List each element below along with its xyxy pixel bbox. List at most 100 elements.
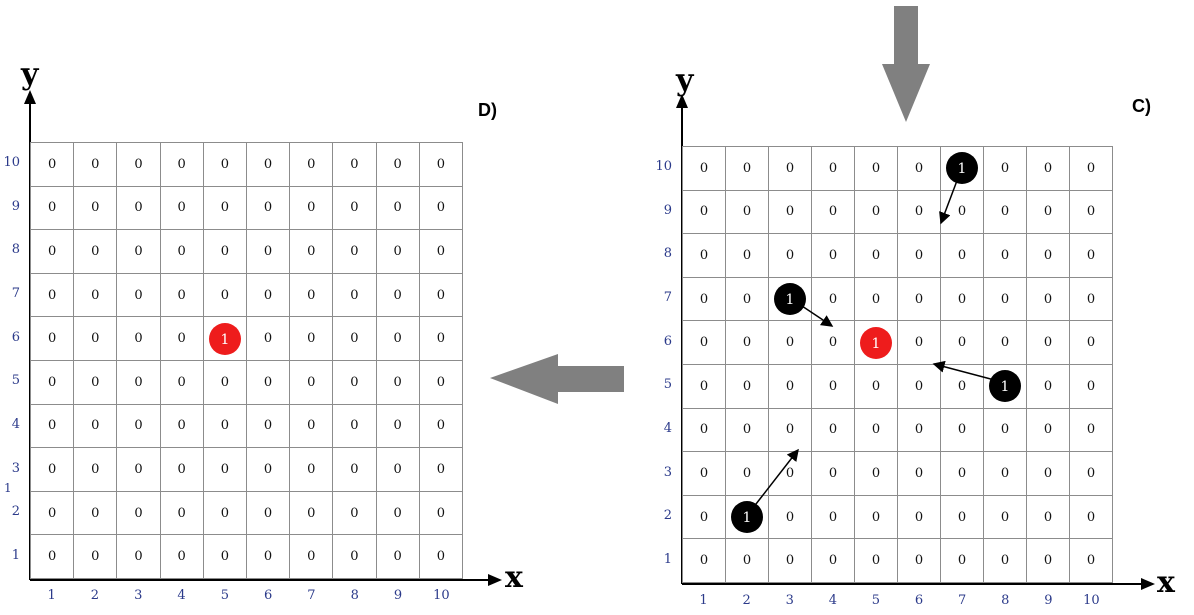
grid-cell: 0 [202, 229, 247, 274]
grid-cell: 0 [289, 490, 334, 536]
grid-cell: 0 [725, 538, 769, 583]
grid-cell: 0 [289, 316, 334, 361]
grid-cell: 0 [159, 490, 204, 536]
y-tick-label: 4 [663, 421, 672, 437]
panel-d-y-axis-label: y [21, 57, 39, 92]
x-tick-label: 8 [1001, 593, 1010, 608]
grid-cell: 0 [418, 490, 464, 536]
x-tick-label: 6 [264, 588, 273, 603]
grid-cell: 0 [375, 142, 420, 187]
grid-cell: 0 [725, 189, 769, 235]
grid-cell: 0 [73, 272, 118, 318]
y-tick-label: 5 [663, 377, 672, 393]
grid-cell: 0 [811, 189, 855, 235]
grid-cell: 0 [897, 276, 941, 322]
grid-cell: 0 [1069, 451, 1113, 496]
grid-cell: 0 [768, 363, 812, 409]
grid-cell: 0 [418, 359, 464, 405]
grid-cell: 0 [289, 359, 334, 405]
grid-cell: 0 [375, 490, 420, 536]
y-tick-label: 10 [655, 158, 672, 174]
grid-cell: 0 [73, 359, 118, 405]
marker-value: 1 [785, 292, 794, 308]
x-tick-label: 5 [871, 593, 881, 608]
grid-cell: 0 [332, 316, 377, 361]
grid-cell: 0 [202, 142, 247, 187]
grid-cell: 0 [375, 359, 420, 405]
grid-cell: 0 [1069, 363, 1113, 409]
marker-value: 1 [742, 510, 751, 526]
grid-cell: 0 [725, 233, 769, 278]
grid-cell: 0 [768, 233, 812, 278]
grid-cell: 0 [682, 233, 726, 278]
grid-cell: 0 [116, 142, 161, 187]
grid-cell: 0 [418, 185, 464, 231]
grid-cell: 0 [418, 316, 464, 361]
x-tick-label: 9 [1044, 593, 1053, 608]
grid-cell: 0 [159, 142, 204, 187]
grid-cell: 0 [725, 407, 769, 453]
grid-cell: 0 [116, 272, 161, 318]
grid-cell: 0 [682, 451, 726, 496]
panel-c-y-axis-label: y [676, 63, 694, 98]
grid-cell: 0 [73, 316, 118, 361]
x-tick-label: 4 [828, 593, 837, 608]
grid-cell: 0 [202, 447, 247, 492]
grid-cell: 0 [854, 407, 898, 453]
grid-cell: 0 [245, 185, 291, 231]
grid-cell: 0 [245, 403, 291, 449]
grid-cell: 0 [1026, 538, 1070, 583]
grid-cell: 0 [768, 494, 812, 540]
grid-cell: 0 [29, 229, 75, 274]
grid-cell: 0 [375, 534, 420, 579]
grid-cell: 0 [811, 407, 855, 453]
x-tick-label: 3 [134, 588, 143, 603]
grid-cell: 0 [289, 142, 334, 187]
red-target-marker: 1 [859, 326, 892, 359]
grid-cell: 0 [768, 320, 812, 365]
black-agent-marker: 1 [730, 501, 763, 534]
panel-d-stray-label: 1 [4, 481, 12, 495]
grid-cell: 0 [682, 538, 726, 583]
y-tick-label: 3 [663, 464, 672, 480]
grid-cell: 0 [375, 272, 420, 318]
y-tick-label: 6 [11, 329, 20, 345]
grid-cell: 0 [332, 534, 377, 579]
grid-cell: 0 [811, 363, 855, 409]
panel-d-label: D) [478, 100, 497, 120]
x-tick-label: 5 [220, 588, 229, 603]
grid-cell: 0 [289, 229, 334, 274]
panel-c-label: C) [1132, 96, 1151, 116]
grid-cell: 0 [332, 359, 377, 405]
grid-cell: 0 [245, 447, 291, 492]
grid-cell: 0 [116, 534, 161, 579]
grid-cell: 0 [202, 403, 247, 449]
grid-cell: 0 [418, 272, 464, 318]
grid-cell: 0 [73, 403, 118, 449]
grid-cell: 0 [332, 142, 377, 187]
grid-cell: 0 [116, 185, 161, 231]
flow-arrow-down [882, 6, 930, 122]
y-tick-label: 4 [11, 417, 20, 433]
grid-cell: 0 [202, 359, 247, 405]
y-tick-label: 1 [11, 548, 20, 564]
marker-value: 1 [871, 336, 880, 352]
x-tick-label: 1 [699, 593, 708, 608]
black-agent-marker: 1 [946, 151, 979, 184]
grid-cell: 0 [375, 185, 420, 231]
grid-cell: 0 [73, 447, 118, 492]
grid-cell: 0 [1069, 189, 1113, 235]
grid-cell: 0 [1069, 233, 1113, 278]
move-arrow-bottom [748, 448, 799, 514]
black-agent-marker: 1 [989, 370, 1022, 403]
y-tick-label: 8 [11, 242, 20, 258]
grid-cell: 0 [682, 407, 726, 453]
grid-cell: 0 [245, 316, 291, 361]
grid-cell: 0 [159, 229, 204, 274]
